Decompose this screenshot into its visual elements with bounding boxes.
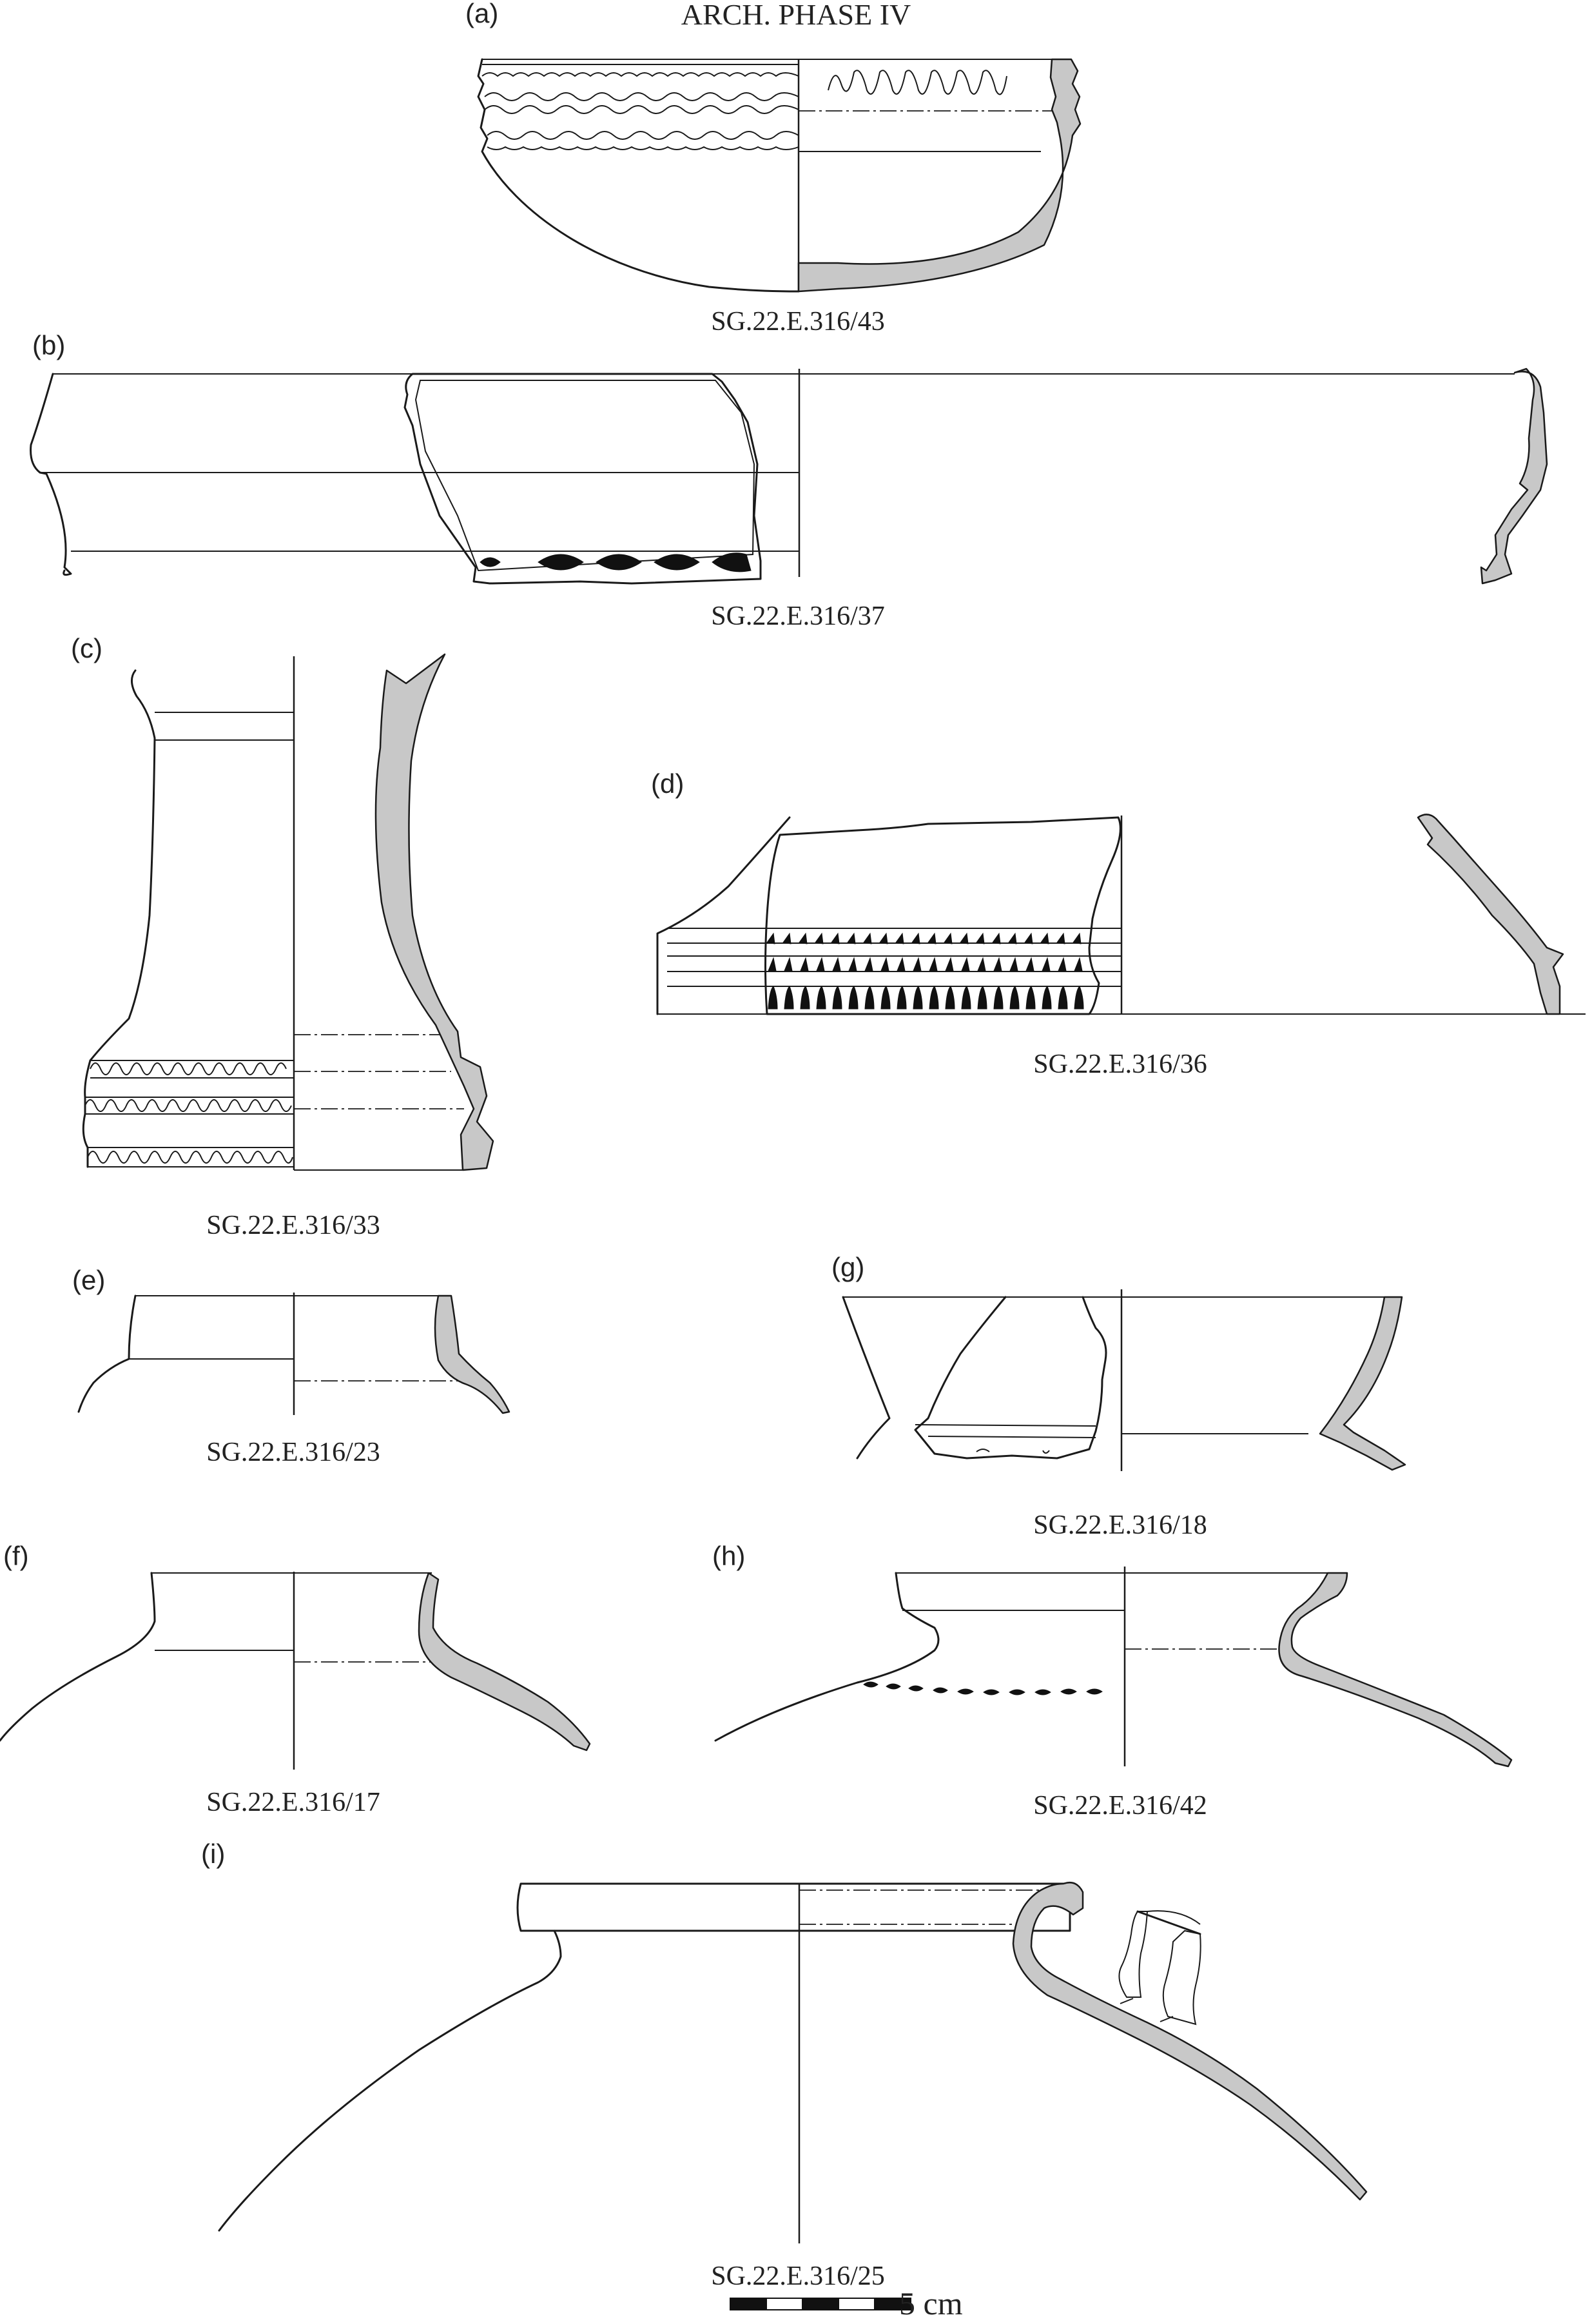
rope-band-1	[90, 1060, 294, 1079]
panel-label-d: (d)	[651, 768, 684, 799]
catalogue-number-g: SG.22.E.316/18	[1033, 1510, 1207, 1540]
sherd-fragment-b	[403, 373, 762, 585]
catalogue-number-i: SG.22.E.316/25	[711, 2261, 885, 2291]
catalogue-number-h: SG.22.E.316/42	[1033, 1791, 1207, 1821]
rope-band-3	[87, 1147, 294, 1167]
catalogue-number-f: SG.22.E.316/17	[206, 1788, 380, 1817]
impressed-dots-h	[863, 1681, 1103, 1695]
handle-i	[1118, 1910, 1201, 2026]
impressed-wedges-row-3	[768, 986, 1084, 1010]
scale-bar-label: 5 cm	[899, 2285, 963, 2321]
zigzag-band-3	[487, 131, 799, 150]
vessel-c	[82, 653, 494, 1171]
scale-bar	[730, 2298, 911, 2310]
panel-label-b: (b)	[32, 330, 66, 360]
catalogue-number-d: SG.22.E.316/36	[1033, 1050, 1207, 1079]
panel-label-g: (g)	[831, 1252, 865, 1282]
panel-label-f: (f)	[3, 1541, 29, 1571]
catalogue-number-e: SG.22.E.316/23	[206, 1438, 380, 1467]
zigzag-band-1	[481, 64, 799, 77]
panel-label-h: (h)	[712, 1541, 746, 1571]
vessel-a	[477, 58, 1082, 293]
vessel-g	[842, 1289, 1406, 1471]
panel-label-i: (i)	[201, 1839, 226, 1869]
panel-label-c: (c)	[71, 633, 102, 663]
thumb-impressions-b	[480, 552, 752, 572]
vessel-d	[656, 814, 1586, 1015]
zigzag-band-2	[484, 92, 799, 114]
sherd-fragment-d	[764, 816, 1121, 1015]
panel-label-e: (e)	[72, 1265, 106, 1295]
catalogue-number-a: SG.22.E.316/43	[711, 307, 885, 337]
vessel-e	[77, 1293, 510, 1415]
rope-band-2	[84, 1097, 294, 1115]
impressed-wedges-row-1	[766, 932, 1082, 944]
sherd-fragment-g	[914, 1296, 1107, 1460]
catalogue-number-b: SG.22.E.316/37	[711, 601, 885, 631]
vessel-f	[0, 1572, 591, 1770]
vessel-b	[30, 367, 1548, 585]
vessel-h	[714, 1567, 1513, 1768]
impressed-wedges-row-2	[768, 957, 1083, 972]
plate-title: ARCH. PHASE IV	[681, 0, 911, 31]
vessel-i	[218, 1881, 1368, 2243]
panel-label-a: (a)	[465, 0, 499, 28]
catalogue-number-c: SG.22.E.316/33	[206, 1211, 380, 1240]
